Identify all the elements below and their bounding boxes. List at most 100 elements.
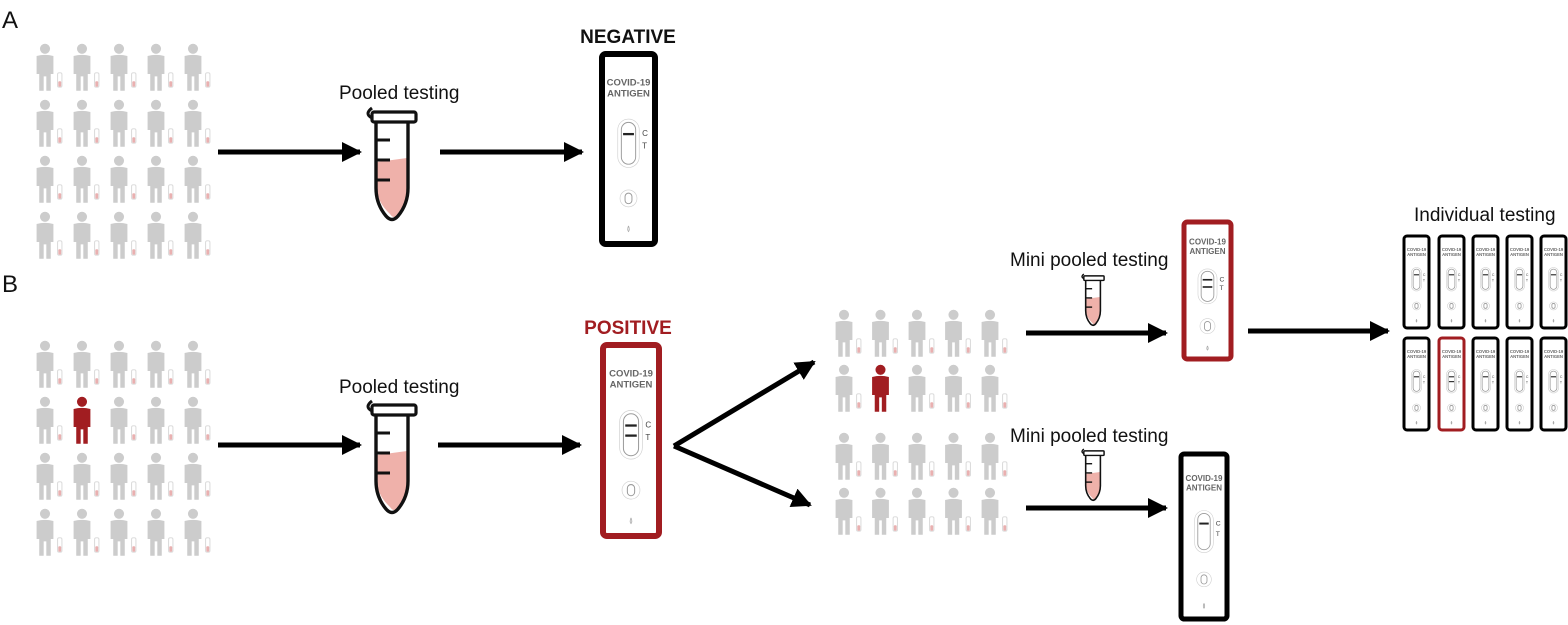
swab-icon [168, 537, 174, 553]
cassette-c-mark: C [1492, 273, 1495, 277]
swab-icon [205, 369, 211, 385]
arrow-split-top [672, 359, 816, 449]
cassette-covid-text: COVID-19 [1510, 349, 1530, 354]
cassette-covid-text: COVID-19 [1544, 247, 1564, 252]
swab-icon [856, 461, 862, 477]
swab-icon [929, 338, 935, 354]
swab-icon [205, 537, 211, 553]
swab-icon [94, 128, 100, 144]
cassette-antigen-text: ANTIGEN [1190, 247, 1226, 256]
swab-icon [929, 461, 935, 477]
cassette-antigen-text: ANTIGEN [1476, 252, 1495, 257]
swab-icon [892, 338, 898, 354]
person-icon [945, 309, 971, 357]
cassette-t-mark: T [645, 433, 650, 442]
cassette-antigen-text: ANTIGEN [1510, 354, 1529, 359]
person-icon [835, 487, 862, 535]
cassette-covid-text: COVID-19 [607, 77, 651, 88]
swab-icon [57, 72, 63, 88]
test-tube-icon [366, 399, 418, 515]
cassette-antigen-text: ANTIGEN [1476, 354, 1495, 359]
person-icon [73, 211, 100, 259]
person-icon [73, 155, 100, 203]
mini-pooled-label-top: Mini pooled testing [1010, 250, 1168, 271]
swab-icon [1002, 338, 1008, 354]
cassette-covid-text: COVID-19 [1476, 349, 1496, 354]
person-icon [147, 452, 174, 500]
swab-icon [929, 516, 935, 532]
swab-icon [57, 184, 63, 200]
cassette-covid-text: COVID-19 [609, 369, 653, 380]
swab-icon [168, 369, 174, 385]
swab-icon [856, 338, 862, 354]
swab-icon [131, 240, 137, 256]
person-icon [110, 43, 137, 91]
person-icon [73, 99, 100, 147]
cassette-t-mark: T [1526, 381, 1529, 385]
swab-icon [168, 184, 174, 200]
person-icon [908, 487, 935, 535]
person-icon [981, 309, 1008, 357]
individual-cassette-grid: COVID-19ANTIGENCTCOVID-19ANTIGENCTCOVID-… [1402, 234, 1568, 432]
cassette-c-mark: C [1458, 273, 1461, 277]
person-icon [835, 364, 862, 412]
person-icon [36, 43, 63, 91]
cassette-covid-text: COVID-19 [1476, 247, 1496, 252]
cassette-antigen-text: ANTIGEN [1544, 354, 1563, 359]
cassette-covid-text: COVID-19 [1407, 349, 1427, 354]
pooled-testing-label-a: Pooled testing [339, 83, 459, 104]
swab-icon [94, 72, 100, 88]
pooled-testing-label-b: Pooled testing [339, 377, 459, 398]
cassette-antigen-text: ANTIGEN [1407, 252, 1426, 257]
cassette-t-mark: T [1560, 279, 1563, 283]
person-icon [147, 211, 174, 259]
cassette-covid-text: COVID-19 [1407, 247, 1427, 252]
swab-icon [57, 128, 63, 144]
cassette-c-mark: C [1423, 273, 1426, 277]
person-positive-icon [872, 364, 889, 412]
person-icon [110, 99, 137, 147]
cassette-c-mark: C [1492, 375, 1495, 379]
swab-icon [205, 128, 211, 144]
mini-pooled-label-bottom: Mini pooled testing [1010, 426, 1168, 447]
person-icon [110, 340, 137, 388]
person-icon [36, 452, 63, 500]
person-icon [110, 211, 137, 259]
mini-tube-top [1081, 273, 1105, 327]
arrow-split-bottom [673, 443, 812, 508]
person-icon [945, 487, 971, 535]
swab-icon [892, 461, 898, 477]
swab-icon [131, 537, 137, 553]
cassette-t-mark: T [1492, 279, 1495, 283]
cassette-covid-text: COVID-19 [1544, 349, 1564, 354]
test-tube-icon [1081, 448, 1105, 502]
person-icon [945, 364, 971, 412]
pooled-tube-a [366, 106, 418, 222]
cassette-c-mark: C [1526, 375, 1529, 379]
person-icon [36, 155, 63, 203]
cassette-c-mark: C [642, 129, 648, 138]
person-icon [981, 487, 1008, 535]
swab-icon [131, 369, 137, 385]
swab-icon [856, 393, 862, 409]
person-icon [872, 432, 898, 480]
swab-icon [168, 481, 174, 497]
person-icon [73, 340, 100, 388]
people-grid-b [36, 340, 211, 556]
swab-icon [57, 481, 63, 497]
person-icon [147, 340, 174, 388]
swab-icon [1002, 516, 1008, 532]
cassette-covid-text: COVID-19 [1442, 349, 1462, 354]
person-icon [872, 309, 898, 357]
swab-icon [131, 425, 137, 441]
